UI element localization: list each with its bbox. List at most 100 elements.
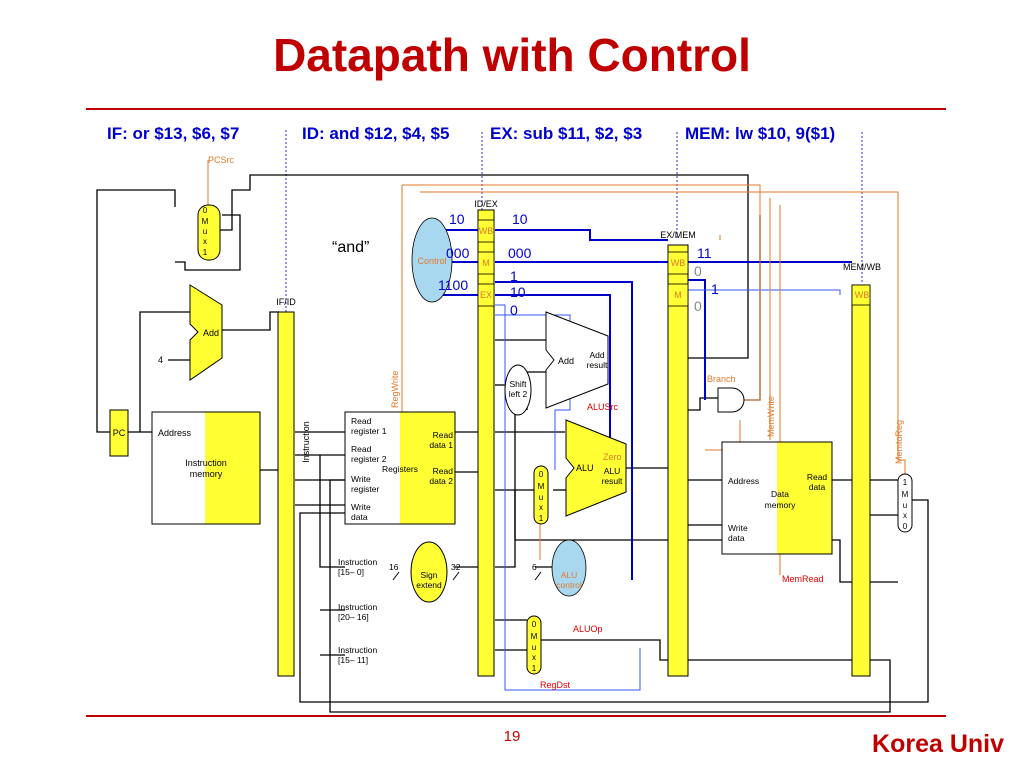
shift-left-2 (504, 364, 532, 416)
branch-adder-result-line1: Add (589, 350, 604, 360)
alu-control-line2: control (556, 580, 582, 590)
svg-text:0: 0 (694, 263, 702, 279)
svg-text:u: u (532, 643, 536, 652)
svg-text:Instruction: Instruction (338, 557, 377, 567)
svg-text:000: 000 (508, 245, 532, 261)
constant-four: 4 (158, 355, 163, 365)
svg-text:register 2: register 2 (351, 454, 387, 464)
svg-text:register: register (351, 484, 380, 494)
svg-text:Instruction: Instruction (338, 645, 377, 655)
branch-adder-result-line2: result (587, 360, 608, 370)
svg-text:u: u (203, 227, 207, 236)
alu-control-line1: ALU (561, 570, 578, 580)
brand-label: Korea Univ (872, 730, 1004, 758)
svg-text:0: 0 (510, 302, 518, 318)
svg-text:0: 0 (694, 298, 702, 314)
shift-left-2-line1: Shift (509, 379, 527, 389)
ex-mem-m-field (667, 283, 689, 307)
ex-mem-wb-field (667, 251, 689, 275)
control-signal-values: 10 000 1100 10 000 1 10 0 11 1 (438, 211, 719, 318)
aluop-label: ALUOp (573, 624, 603, 634)
svg-text:Read: Read (351, 416, 372, 426)
svg-text:0: 0 (203, 206, 208, 215)
svg-text:1: 1 (903, 478, 908, 487)
branch-adder (545, 311, 609, 409)
alusrc-label: ALUSrc (587, 402, 619, 412)
svg-text:11: 11 (697, 245, 712, 261)
alu-control (551, 539, 587, 597)
title-rule (86, 108, 946, 110)
data-memory-fill (777, 442, 832, 554)
if-id-register (277, 311, 295, 677)
memtoreg-mux-labels: 1 M u x 0 (902, 478, 909, 531)
id-ex-m-label: M (482, 258, 490, 268)
and-label: “and” (332, 239, 369, 256)
data-memory-line1: Data (771, 489, 789, 499)
regdst-label: RegDst (540, 680, 571, 690)
id-ex-m-field (477, 251, 495, 275)
svg-text:Instruction: Instruction (338, 602, 377, 612)
svg-text:1100: 1100 (438, 277, 468, 293)
sign-extend-line2: extend (416, 580, 442, 590)
svg-text:M: M (531, 632, 538, 641)
svg-text:M: M (202, 217, 209, 226)
sign-extend-line1: Sign (420, 570, 437, 580)
pc-label: PC (113, 428, 126, 438)
pcsrc-label: PCSrc (208, 155, 235, 165)
svg-text:10: 10 (449, 211, 465, 227)
alusrc-mux (533, 465, 549, 525)
svg-text:10: 10 (512, 211, 528, 227)
id-ex-ex-label: EX (480, 290, 492, 300)
id-ex-wb-field (477, 219, 495, 243)
bit-width-32: 32 (451, 562, 461, 572)
svg-text:Read: Read (351, 444, 372, 454)
alu-zero-label: Zero (603, 452, 622, 462)
alu-result-line2: result (602, 476, 623, 486)
ex-mem-m-label: M (674, 290, 682, 300)
id-ex-ex-field (477, 283, 495, 307)
svg-text:1: 1 (532, 664, 537, 673)
svg-text:x: x (203, 237, 207, 246)
svg-text:x: x (532, 653, 536, 662)
data-memory-write-line1: Write (728, 523, 748, 533)
data-memory-line2: memory (765, 500, 796, 510)
memtoreg-mux (897, 473, 913, 533)
stage-label-mem: MEM: lw $10, 9($1) (685, 124, 836, 143)
id-ex-label: ID/EX (474, 199, 498, 209)
svg-text:1: 1 (711, 281, 719, 297)
svg-text:0: 0 (539, 470, 544, 479)
alu-label: ALU (576, 463, 594, 473)
alu-result-line1: ALU (604, 466, 621, 476)
regdst-mux (526, 615, 542, 675)
memread-label: MemRead (782, 574, 824, 584)
pc-mux (197, 204, 221, 261)
control-label: Control (417, 256, 446, 266)
instruction-field-labels: Instruction [15– 0] Instruction [20– 16]… (338, 557, 377, 665)
svg-text:Read: Read (433, 466, 454, 476)
control-signal-values-grey: 0 0 (694, 263, 702, 314)
control-blue-wires (430, 229, 852, 580)
datapath-wires (96, 174, 929, 713)
instruction-memory-line1: Instruction (185, 458, 227, 468)
svg-text:data: data (351, 512, 368, 522)
svg-text:10: 10 (510, 284, 526, 300)
page-title: Datapath with Control (273, 29, 751, 81)
instruction-memory-line2: memory (190, 469, 223, 479)
svg-text:u: u (539, 493, 543, 502)
svg-text:[15– 11]: [15– 11] (338, 655, 368, 665)
stage-label-id: ID: and $12, $4, $5 (302, 124, 450, 143)
mem-wb-label: MEM/WB (843, 262, 881, 272)
mem-wb-wb-field (851, 284, 871, 306)
data-memory-read-line2: data (809, 482, 826, 492)
pc-adder-label: Add (203, 328, 219, 338)
svg-text:data 2: data 2 (429, 476, 453, 486)
instruction-memory-fill (205, 412, 260, 524)
svg-text:0: 0 (903, 522, 908, 531)
mem-wb-wb-label: WB (855, 290, 870, 300)
data-memory-write-line2: data (728, 533, 745, 543)
register-file-labels: Read register 1 Read register 2 Write re… (351, 416, 453, 522)
regwrite-label: RegWrite (390, 371, 400, 408)
svg-text:Write: Write (351, 502, 371, 512)
svg-text:Registers: Registers (382, 464, 418, 474)
